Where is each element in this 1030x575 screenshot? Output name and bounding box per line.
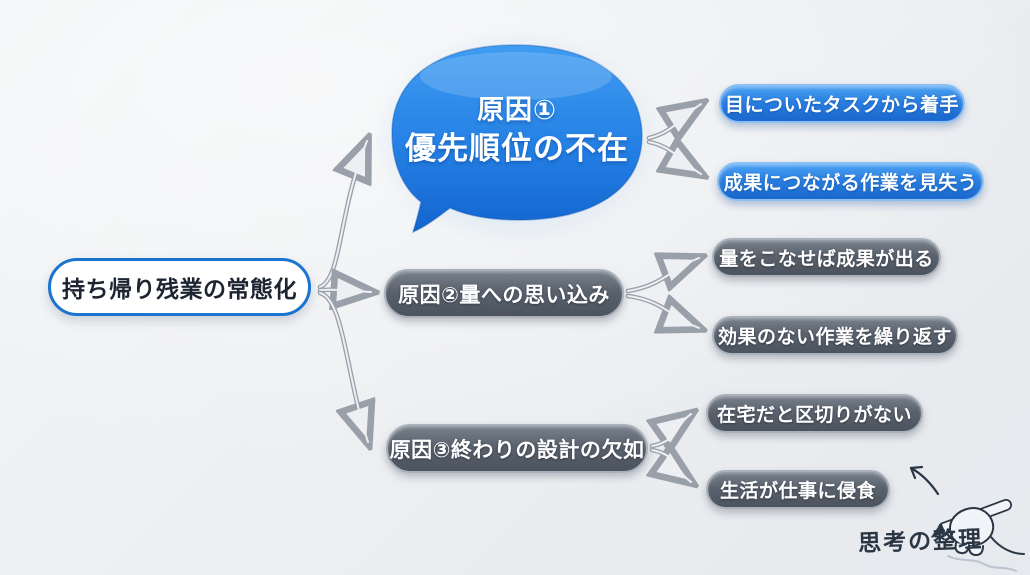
connector-cause3-child1 <box>652 414 691 446</box>
connector-cause1-child2 <box>646 142 701 174</box>
cause1-bubble <box>391 44 643 234</box>
hand-pen-sketch-icon <box>909 465 1025 572</box>
cause2-child-1: 量をこなせば成果が出る <box>712 238 941 277</box>
cause3-child-2: 生活が仕事に侵食 <box>706 470 890 509</box>
connectors <box>317 104 701 482</box>
cause3-node: 原因③終わりの設計の欠如 <box>386 424 648 473</box>
connector-cause3-child2 <box>652 450 691 482</box>
cause3-child-1: 在宅だと区切りがない <box>706 394 923 433</box>
connector-cause2-child2 <box>625 293 699 328</box>
cause1-line2: 優先順位の不在 <box>405 131 629 167</box>
cause2-child-2: 効果のない作業を繰り返す <box>712 316 958 355</box>
root-node: 持ち帰り残業の常態化 <box>48 258 311 316</box>
connector-cause2-child1 <box>625 258 699 294</box>
connector-root-cause2 <box>317 290 371 292</box>
cause2-node: 原因②量への思い込み <box>384 269 624 318</box>
watermark-label: 思考の整理 <box>857 525 984 558</box>
sketch-arrow-icon <box>909 465 940 496</box>
connector-root-cause3 <box>317 290 368 442</box>
cause1-label: 原因① 優先順位の不在 <box>400 92 634 170</box>
connector-cause1-child1 <box>646 104 701 138</box>
cause1-line1: 原因① <box>477 95 557 125</box>
connector-root-cause1 <box>317 141 367 290</box>
cause1-child-2: 成果につながる作業を見失う <box>717 162 984 201</box>
cause1-child-1: 目についたタスクから着手 <box>719 84 965 123</box>
